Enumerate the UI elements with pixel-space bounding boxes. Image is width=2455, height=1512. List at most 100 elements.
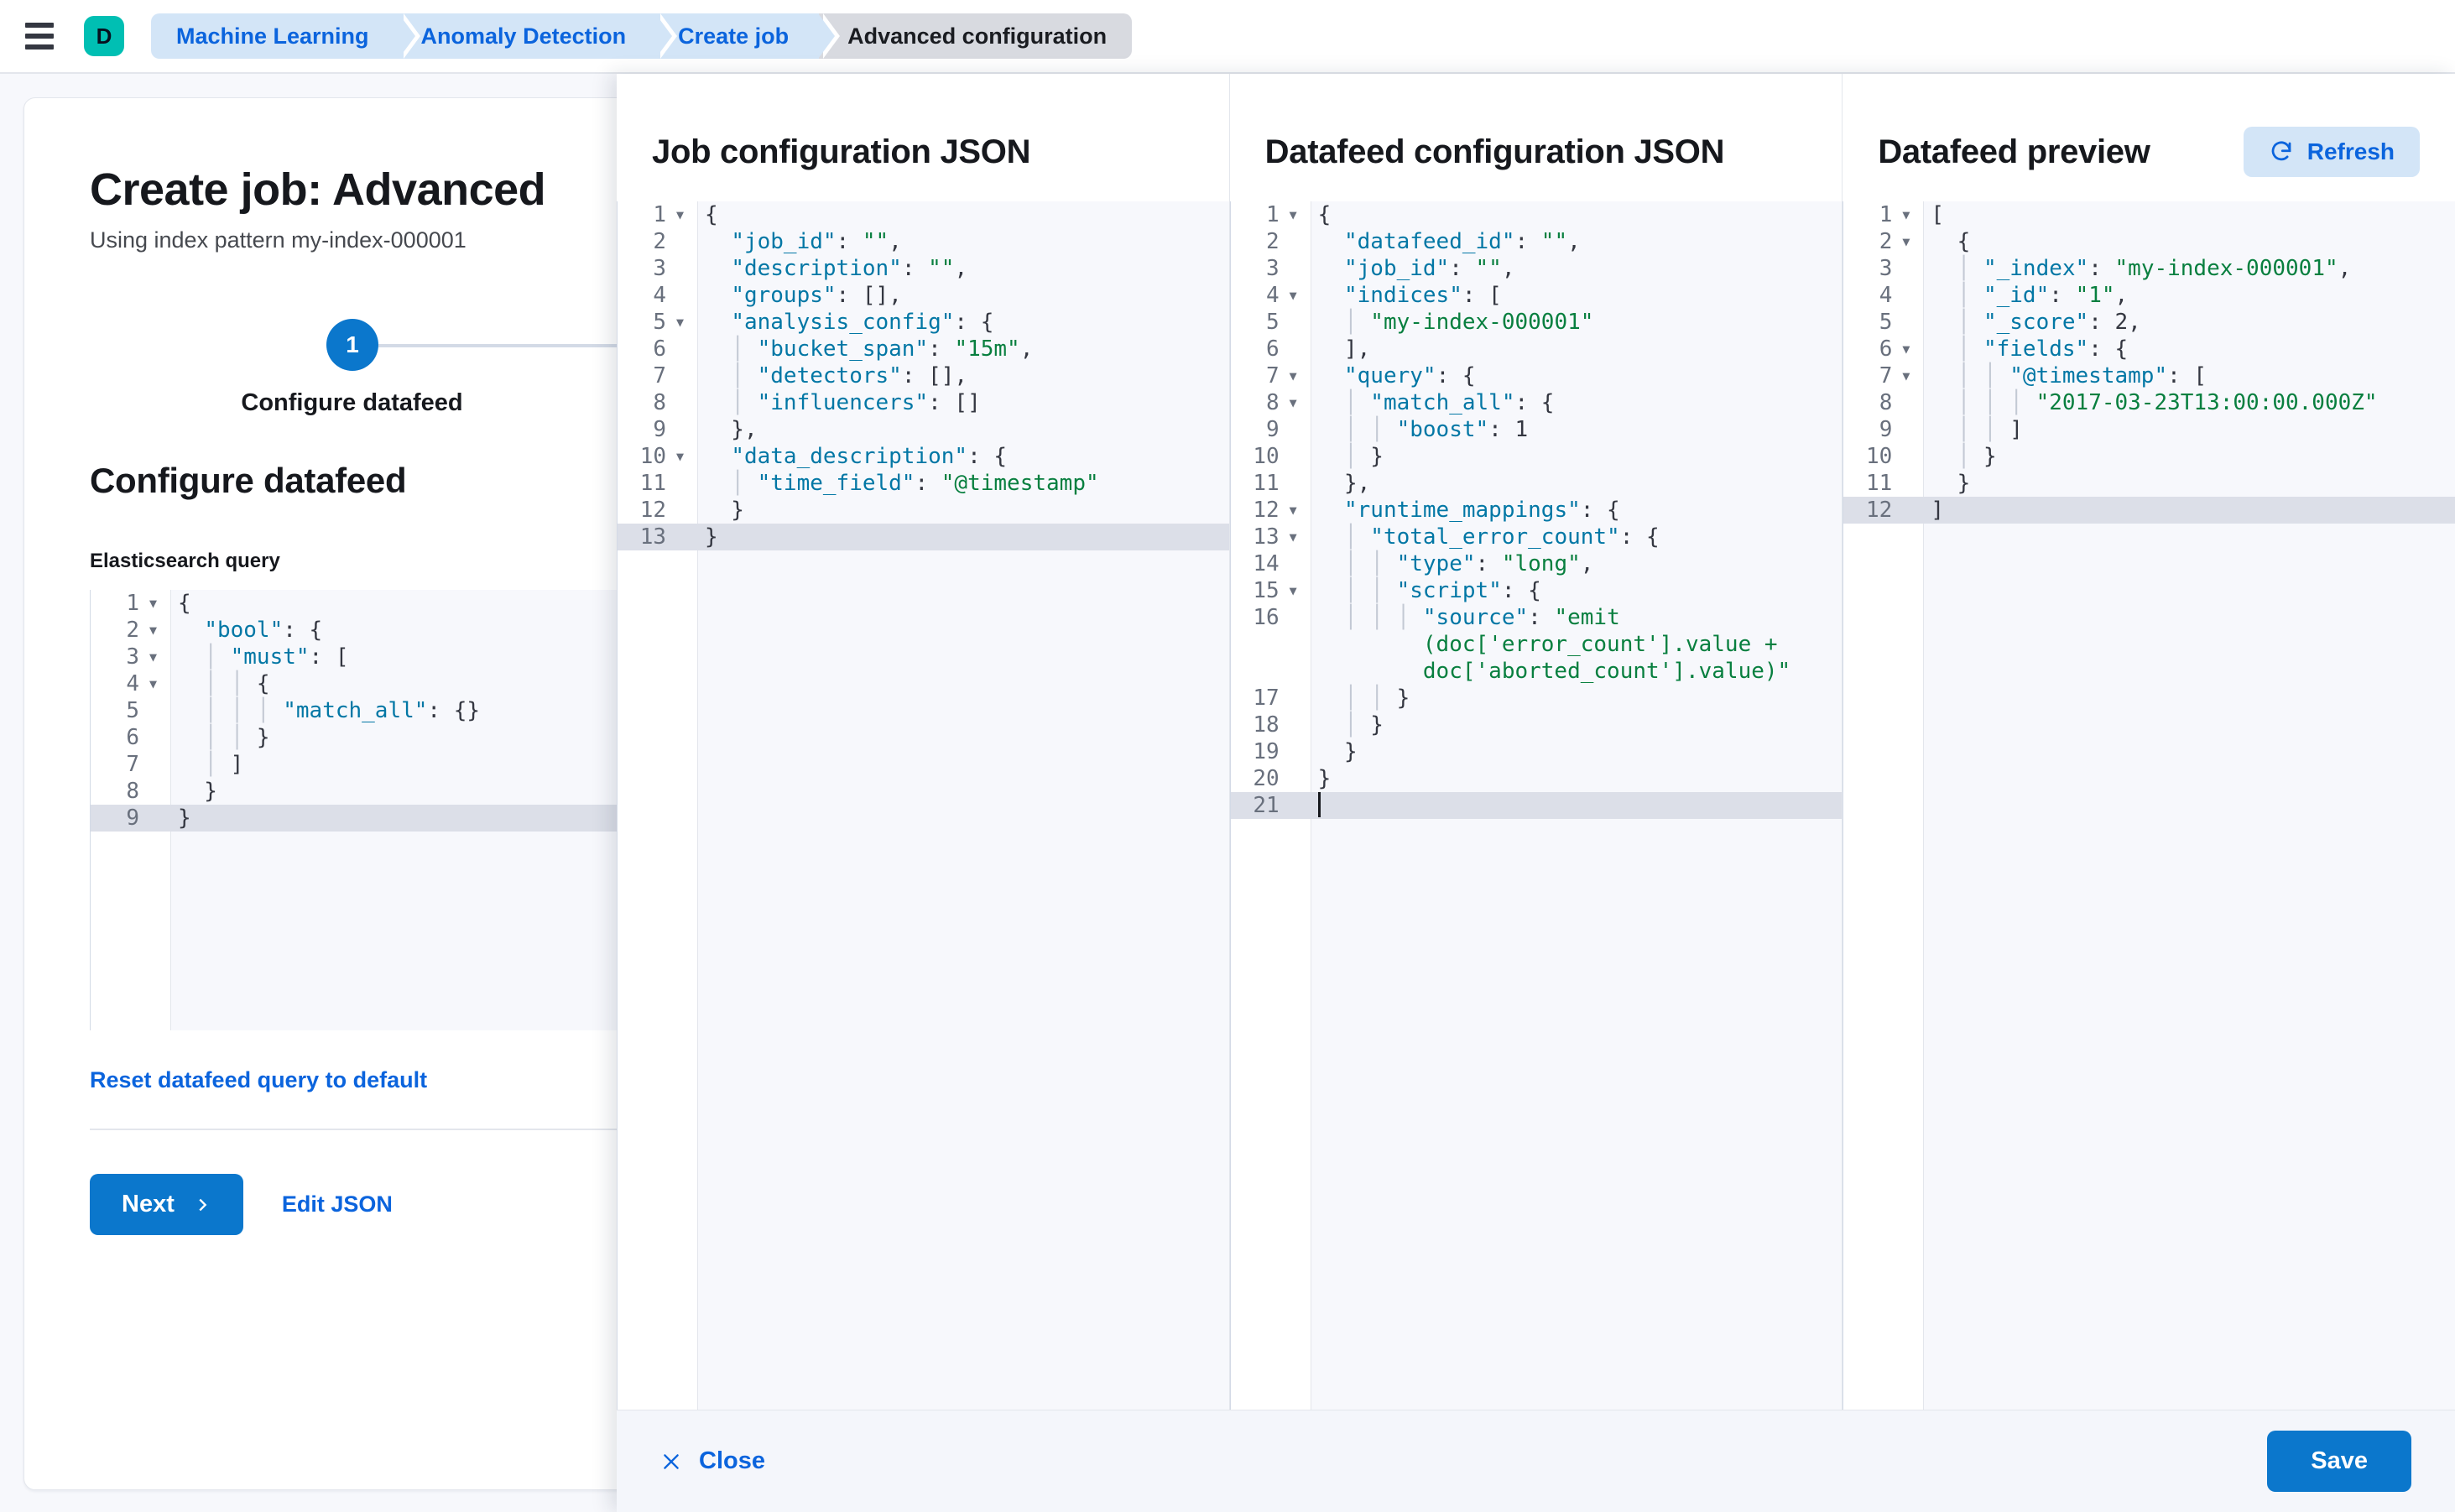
editor-line: 1▼{ [618, 201, 1229, 228]
code-text: "groups": [], [731, 283, 902, 308]
fold-toggle-icon[interactable]: ▼ [1289, 207, 1297, 222]
datafeed-configuration-json-editor[interactable]: 1▼{2 "datafeed_id": "",3 "job_id": "",4▼… [1229, 201, 1843, 1410]
datafeed-preview-title: Datafeed preview [1878, 133, 2150, 170]
reset-datafeed-query-link[interactable]: Reset datafeed query to default [90, 1067, 428, 1092]
editor-line: 7 │ "detectors": [], [618, 362, 1229, 389]
line-number: 18 [1253, 712, 1280, 738]
line-number: 2 [126, 618, 139, 643]
code-text: │ "_id": "1", [1931, 283, 2129, 308]
line-number: 8 [1879, 390, 1893, 415]
code-text: │ │ │ "2017-03-23T13:00:00.000Z" [1931, 390, 2378, 415]
code-text: } [1931, 471, 1971, 496]
avatar[interactable]: D [84, 16, 124, 56]
fold-toggle-icon[interactable]: ▼ [149, 596, 158, 611]
editor-line: 12 } [618, 497, 1229, 524]
fold-toggle-icon[interactable]: ▼ [1289, 395, 1297, 410]
fold-toggle-icon[interactable]: ▼ [1289, 368, 1297, 383]
line-number: 5 [126, 698, 139, 723]
fold-toggle-icon[interactable]: ▼ [1289, 529, 1297, 545]
fold-toggle-icon[interactable]: ▼ [149, 676, 158, 691]
editor-line: 21 [1230, 792, 1843, 819]
save-button[interactable]: Save [2267, 1431, 2411, 1492]
page-title: Create job: Advanced [90, 164, 546, 215]
line-number: 3 [1879, 256, 1893, 281]
code-text: { [178, 591, 191, 616]
hamburger-bar [25, 34, 54, 39]
editor-line: 3 │ "_index": "my-index-000001", [1843, 255, 2455, 282]
datafeed-preview-json-editor[interactable]: 1▼[2▼ {3 │ "_index": "my-index-000001",4… [1843, 201, 2455, 1410]
edit-json-link[interactable]: Edit JSON [281, 1191, 393, 1217]
code-text: } [178, 779, 217, 804]
line-number: 4 [653, 283, 666, 308]
code-text: } [705, 498, 744, 523]
line-number: 7 [1266, 363, 1280, 388]
breadcrumb-item-anomaly-detection[interactable]: Anomaly Detection [399, 13, 677, 59]
code-text: │ "fields": { [1931, 336, 2129, 362]
close-icon [664, 1453, 679, 1469]
job-configuration-json-editor[interactable]: 1▼{2 "job_id": "",3 "description": "",4 … [617, 201, 1229, 1410]
refresh-button-label: Refresh [2306, 138, 2395, 164]
editor-line: 2 "datafeed_id": "", [1231, 228, 1843, 255]
line-number: 5 [653, 310, 666, 335]
refresh-button[interactable]: Refresh [2243, 127, 2421, 177]
next-button[interactable]: Next [90, 1174, 243, 1235]
fold-toggle-icon[interactable]: ▼ [1902, 207, 1910, 222]
fold-toggle-icon[interactable]: ▼ [676, 449, 685, 464]
fold-toggle-icon[interactable]: ▼ [1289, 503, 1297, 518]
line-number: 12 [639, 498, 666, 523]
fold-toggle-icon[interactable]: ▼ [1902, 234, 1910, 249]
editor-line: 20} [1231, 765, 1843, 792]
code-text: │ │ "script": { [1317, 578, 1541, 603]
line-number: 3 [126, 644, 139, 670]
fold-toggle-icon[interactable]: ▼ [676, 315, 685, 330]
breadcrumb-item-create-job[interactable]: Create job [656, 13, 841, 59]
fold-toggle-icon[interactable]: ▼ [149, 623, 158, 638]
editor-line: 4▼ "indices": [ [1231, 282, 1843, 309]
fold-toggle-icon[interactable]: ▼ [1902, 368, 1910, 383]
hamburger-menu-icon[interactable] [25, 19, 59, 53]
code-text: "bool": { [204, 618, 323, 643]
code-text: } [705, 524, 718, 550]
editor-line: 17 │ │ } [1231, 685, 1843, 712]
fold-toggle-icon[interactable]: ▼ [1289, 288, 1297, 303]
step-1-badge[interactable]: 1 [326, 319, 378, 371]
line-number: 1 [126, 591, 139, 616]
chevron-right-icon [199, 1198, 207, 1211]
fold-toggle-icon[interactable]: ▼ [676, 207, 685, 222]
line-number: 11 [1866, 471, 1893, 496]
code-text: } [1317, 739, 1358, 764]
code-text: │ │ "boost": 1 [1317, 417, 1529, 442]
fold-toggle-icon[interactable]: ▼ [149, 649, 158, 665]
editor-line: 13▼ │ "total_error_count": { [1231, 524, 1843, 550]
flyout-footer: Close Save [617, 1410, 2455, 1512]
editor-line: 9 }, [618, 416, 1229, 443]
editor-line: 7▼ "query": { [1231, 362, 1843, 389]
line-number: 17 [1253, 686, 1280, 711]
code-text: } [1317, 766, 1332, 791]
line-number: 1 [1266, 202, 1280, 227]
line-number: 9 [1879, 417, 1893, 442]
editor-line: 1▼[ [1843, 201, 2455, 228]
line-number: 3 [1266, 256, 1280, 281]
code-text: │ │ "@timestamp": [ [1931, 363, 2207, 388]
fold-toggle-icon[interactable]: ▼ [1902, 342, 1910, 357]
code-text: │ │ { [178, 671, 270, 696]
breadcrumb: Machine Learning Anomaly Detection Creat… [151, 13, 1133, 59]
datafeed-configuration-column: Datafeed configuration JSON 1▼{2 "datafe… [1228, 74, 1843, 1410]
close-button[interactable]: Close [660, 1447, 765, 1475]
code-text: [ [1931, 202, 1944, 227]
code-text: } [178, 806, 191, 831]
line-number: 5 [1879, 310, 1893, 335]
breadcrumb-item-machine-learning[interactable]: Machine Learning [151, 13, 420, 59]
editor-line: 6▼ │ "fields": { [1843, 336, 2455, 362]
editor-line: 1 ▼ { [91, 590, 1952, 617]
code-text: │ │ ] [1931, 417, 2023, 442]
code-text: { [1931, 229, 1971, 254]
editor-line: 18 │ } [1231, 712, 1843, 738]
line-number: 9 [653, 417, 666, 442]
fold-toggle-icon[interactable]: ▼ [1289, 583, 1297, 598]
line-number: 12 [1866, 498, 1893, 523]
editor-line: 8 │ │ │ "2017-03-23T13:00:00.000Z" [1843, 389, 2455, 416]
code-text: │ } [1317, 444, 1384, 469]
line-number: 9 [126, 806, 139, 831]
